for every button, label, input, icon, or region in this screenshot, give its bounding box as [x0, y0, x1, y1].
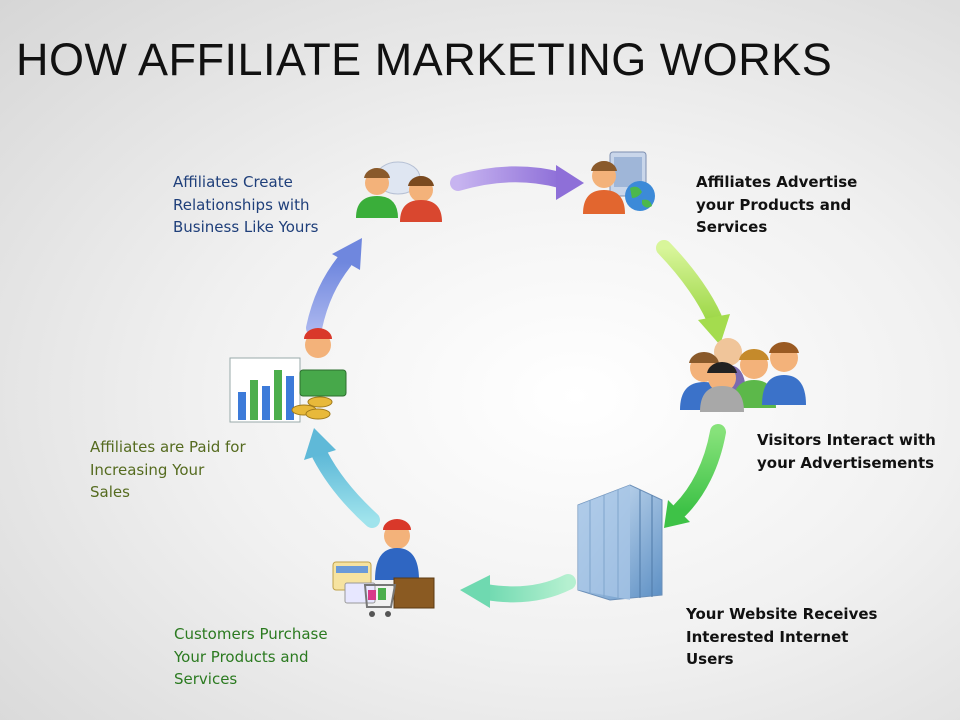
group-of-people-icon	[680, 338, 806, 412]
step-website-label: Your Website Receives Interested Interne…	[686, 605, 878, 668]
shopper-cart-icon	[332, 519, 435, 617]
two-people-chat-icon	[356, 161, 442, 222]
person-globe-monitor-icon	[583, 151, 655, 214]
step-purchase-label: Customers Purchase Your Products and Ser…	[174, 625, 328, 688]
arrow-advertise-to-visitors	[656, 240, 730, 345]
money-chart-icon	[229, 328, 347, 423]
step-paid-label: Affiliates are Paid for Increasing Your …	[90, 438, 246, 501]
page-title: HOW AFFILIATE MARKETING WORKS	[16, 34, 833, 85]
arrow-create-to-advertise	[450, 165, 584, 200]
step-visitors-label: Visitors Interact with your Advertisemen…	[757, 431, 936, 472]
arrow-website-to-purchase	[460, 574, 576, 608]
step-create-label: Affiliates Create Relationships with Bus…	[173, 173, 319, 236]
step-advertise-label: Affiliates Advertise your Products and S…	[696, 173, 858, 236]
arrow-paid-to-create	[306, 238, 362, 336]
arrow-visitors-to-website	[664, 424, 726, 528]
office-building-icon	[577, 484, 663, 601]
arrow-purchase-to-paid	[304, 428, 380, 528]
